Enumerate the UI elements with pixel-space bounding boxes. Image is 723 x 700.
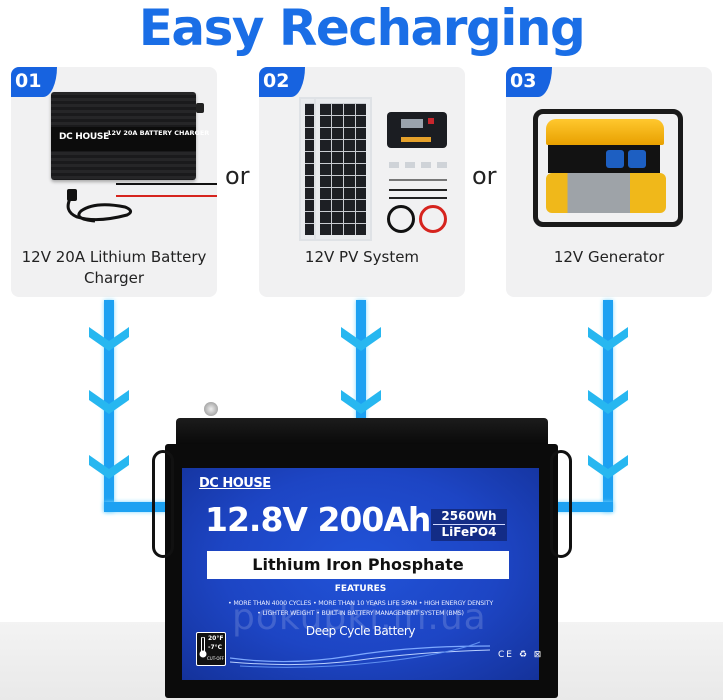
- features-line-1: • MORE THAN 4000 CYCLES • MORE THAN 10 Y…: [228, 600, 493, 607]
- chevron-down-icon: [89, 455, 129, 479]
- low-temp-cutoff-badge: 20°F -7°C CUT-OFF: [196, 632, 226, 666]
- option-card-solar: 02 12V PV System: [259, 67, 465, 297]
- thermometer-icon: [199, 637, 207, 658]
- watermark: pokupki.in.ua: [232, 597, 487, 638]
- battery-subtitle: Deep Cycle Battery: [305, 624, 416, 638]
- or-separator: or: [472, 162, 497, 190]
- battery-brand-logo: DC HOUSE: [199, 476, 271, 491]
- option-label: 12V 20A Lithium Battery Charger: [21, 248, 207, 287]
- chevron-down-icon: [588, 455, 628, 479]
- features-line-2: • LIGHTER WEIGHT • BUILT-IN BATTERY MANA…: [257, 610, 464, 617]
- battery-handle-left: [152, 450, 174, 558]
- chevron-down-icon: [341, 327, 381, 351]
- certification-icons: CE ♻ ⊠: [498, 650, 544, 660]
- option-number-badge: 02: [259, 67, 305, 97]
- battery-spec-box: 2560Wh LiFePO4: [431, 509, 507, 541]
- option-card-generator: 03 12V Generator: [506, 67, 712, 297]
- battery-headline: 12.8V 200Ah: [205, 500, 431, 539]
- battery-lid: [176, 418, 548, 444]
- option-number-badge: 03: [506, 67, 552, 97]
- battery-handle-right: [550, 450, 572, 558]
- chevron-down-icon: [588, 327, 628, 351]
- chevron-down-icon: [588, 390, 628, 414]
- option-label: 12V Generator: [553, 248, 665, 266]
- battery-terminal: [204, 402, 218, 416]
- power-cord-icon: [66, 189, 132, 223]
- page-title: Easy Recharging: [138, 0, 586, 57]
- option-card-charger: 01 DC HOUSE 12V 20A BATTERY CHARGER 12V …: [11, 67, 217, 297]
- wave-decoration: [230, 641, 490, 668]
- chevron-down-icon: [89, 390, 129, 414]
- or-separator: or: [225, 162, 250, 190]
- option-label: 12V PV System: [304, 248, 420, 266]
- battery-chemistry: Lithium Iron Phosphate: [207, 551, 509, 579]
- option-number-badge: 01: [11, 67, 57, 97]
- chevron-down-icon: [89, 327, 129, 351]
- chevron-down-icon: [341, 390, 381, 414]
- features-title: FEATURES: [334, 584, 387, 594]
